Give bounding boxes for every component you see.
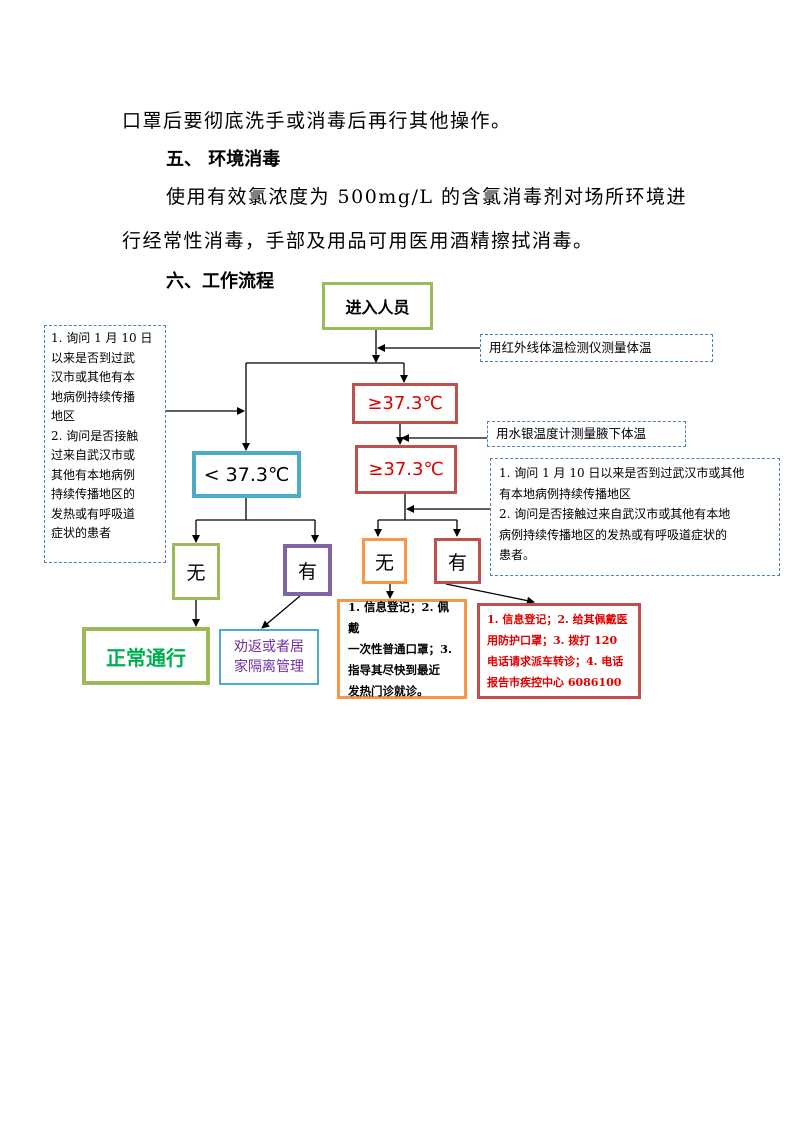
left-question-line: 地区 [51,409,76,423]
section-5-title: 五、 环境消毒 [166,149,281,170]
fever-yes-action-line: 用防护口罩；3. 拨打 120 [487,634,618,647]
temp-high-label-2: ≥37.3℃ [368,459,444,480]
home-isolation-line: 家隔离管理 [234,659,304,675]
temp-high-label-1: ≥37.3℃ [367,393,443,414]
right-question-line: 病例持续传播地区的发热或有呼吸道症状的 [499,527,728,542]
fever-yes-action-line: 1. 信息登记；2. 给其佩戴医 [487,613,628,626]
arrow-to-fever-yes [445,583,535,605]
fever-no-action-box: 1. 信息登记；2. 佩戴 一次性普通口罩；3. 指导其尽快到最近 发热门诊就诊… [337,599,467,699]
fever-no-action-line: 指导其尽快到最近 [348,662,440,677]
mercury-note-label: 用水银温度计测量腋下体温 [496,426,647,441]
right-question-line: 患者。 [499,548,536,562]
right-question-box: 1. 询问 1 月 10 日以来是否到过武汉市或其他 有本地病例持续传播地区 2… [490,458,780,576]
fever-no-action-line: 1. 信息登记；2. 佩戴 [348,599,450,635]
paragraph-line-1: 口罩后要彻底洗手或消毒后再行其他操作。 [122,110,512,132]
fever-yes-action-box: 1. 信息登记；2. 给其佩戴医 用防护口罩；3. 拨打 120 电话请求派车转… [477,603,641,699]
left-question-line: 症状的患者 [51,526,112,540]
infrared-note: 用红外线体温检测仪测量体温 [480,334,713,362]
right-question-line: 1. 询问 1 月 10 日以来是否到过武汉市或其他 [499,466,745,480]
temp-high-box-2: ≥37.3℃ [355,445,457,494]
section-5-line-2: 行经常性消毒，手部及用品可用医用酒精擦拭消毒。 [122,230,594,252]
section-6-title: 六、工作流程 [166,271,274,292]
fever-no-action-line: 一次性普通口罩；3. [348,641,453,656]
low-no-box: 无 [172,543,220,600]
left-question-line: 过来自武汉市或 [51,448,136,462]
low-no-label: 无 [186,562,206,584]
left-question-line: 发热或有呼吸道 [51,506,136,521]
home-isolation-box: 劝返或者居 家隔离管理 [219,629,319,685]
high-no-box: 无 [362,538,407,584]
high-yes-box: 有 [434,538,481,584]
mercury-note: 用水银温度计测量腋下体温 [487,421,686,447]
home-isolation-line: 劝返或者居 [234,639,304,655]
left-question-line: 1. 询问 1 月 10 日 [51,331,153,345]
left-question-line: 持续传播地区的 [51,487,136,501]
low-yes-box: 有 [283,544,332,596]
left-question-line: 2. 询问是否接触 [51,428,139,443]
right-question-line: 有本地病例持续传播地区 [499,486,632,501]
high-yes-label: 有 [447,551,467,574]
fever-yes-action-line: 报告市疾控中心 6086100 [487,676,622,689]
low-yes-label: 有 [297,560,317,583]
normal-pass-label: 正常通行 [106,645,186,670]
start-box: 进入人员 [322,282,433,330]
left-question-line: 汉市或其他有本 [51,370,136,384]
left-question-line: 其他有本地病例 [51,467,136,482]
temp-high-box-1: ≥37.3℃ [352,383,458,424]
section-5-line-1: 使用有效氯浓度为 500mg/L 的含氯消毒剂对场所环境进 [166,186,688,208]
left-question-line: 以来是否到过武 [51,350,136,365]
temp-low-label: < 37.3℃ [203,463,290,486]
temp-low-box: < 37.3℃ [192,451,301,498]
start-label: 进入人员 [345,298,410,317]
infrared-note-label: 用红外线体温检测仪测量体温 [489,340,652,355]
left-question-box: 1. 询问 1 月 10 日 以来是否到过武 汉市或其他有本 地病例持续传播 地… [44,325,166,563]
right-question-line: 2. 询问是否接触过来自武汉市或其他有本地 [499,507,731,521]
fever-yes-action-line: 电话请求派车转诊；4. 电话 [487,655,624,668]
left-question-line: 地病例持续传播 [51,389,136,404]
normal-pass-box: 正常通行 [82,627,210,685]
high-no-label: 无 [374,551,394,574]
arrow-to-isolation [261,595,301,629]
fever-no-action-line: 发热门诊就诊。 [348,683,429,698]
